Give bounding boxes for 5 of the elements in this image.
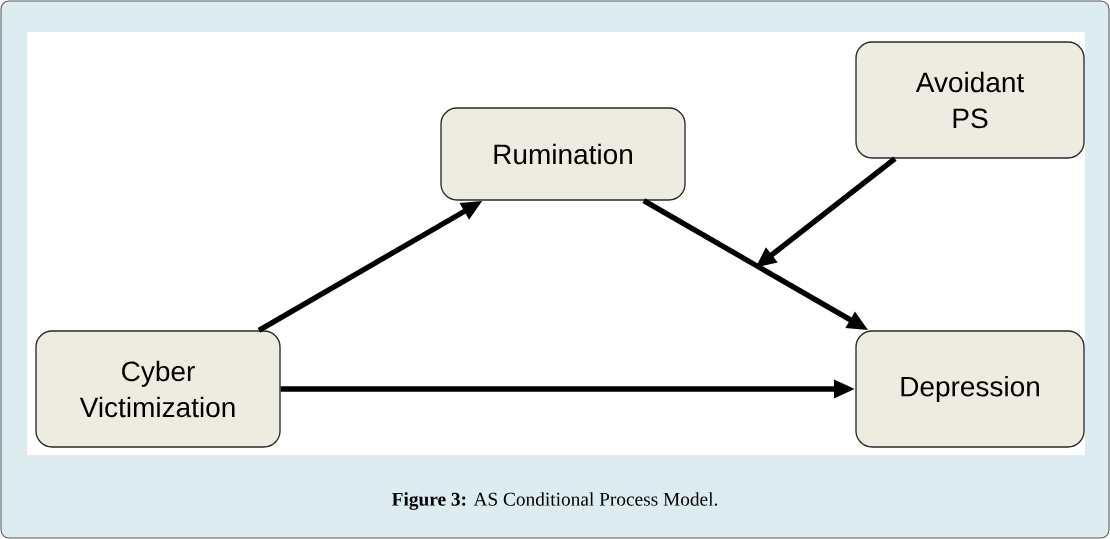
process-box: Depression <box>855 330 1085 448</box>
process-box: Rumination <box>440 107 686 201</box>
process-box: Avoidant PS <box>855 41 1085 159</box>
caption: Figure 3: AS Conditional Process Model. <box>392 492 718 510</box>
process-box: Cyber Victimization <box>35 330 281 448</box>
